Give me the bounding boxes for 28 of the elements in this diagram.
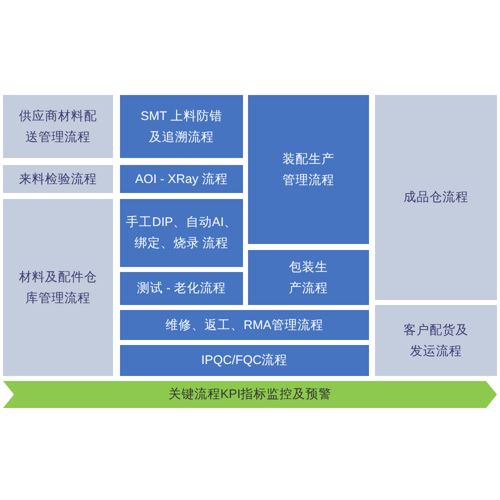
process-box	[3, 95, 113, 158]
process-label: 材料及配件仓库管理流程	[18, 268, 98, 306]
process-box	[120, 310, 369, 340]
process-box	[120, 345, 369, 376]
banner-label: 关键流程KPI指标监控及预警	[168, 386, 332, 403]
process-label: 装配生产管理流程	[282, 150, 336, 188]
process-box	[120, 272, 243, 305]
process-box	[248, 95, 369, 244]
process-box	[3, 199, 113, 376]
process-label: 包装生产流程	[288, 258, 329, 296]
process-label: 供应商材料配送管理流程	[18, 108, 98, 146]
process-label: 测试 - 老化流程	[136, 280, 226, 297]
process-box	[120, 95, 243, 158]
chevron-banner	[3, 381, 497, 408]
process-label: 客户配货及发运流程	[402, 322, 470, 360]
process-box	[120, 165, 243, 193]
process-box	[248, 250, 369, 305]
process-label: SMT 上料防错及追溯流程	[140, 108, 224, 146]
process-box	[375, 305, 497, 376]
process-label: 手工DIP、自动AI、绑定、烧录 流程	[126, 214, 238, 252]
process-box	[120, 199, 243, 267]
process-label: 成品仓流程	[404, 189, 468, 206]
process-label: 来料检验流程	[19, 170, 97, 188]
process-box	[3, 165, 113, 193]
process-label: AOI - XRay 流程	[135, 170, 228, 188]
process-label: 维修、返工、RMA管理流程	[166, 316, 324, 334]
process-box	[375, 95, 497, 300]
process-label: IPQC/FQC流程	[201, 352, 288, 369]
